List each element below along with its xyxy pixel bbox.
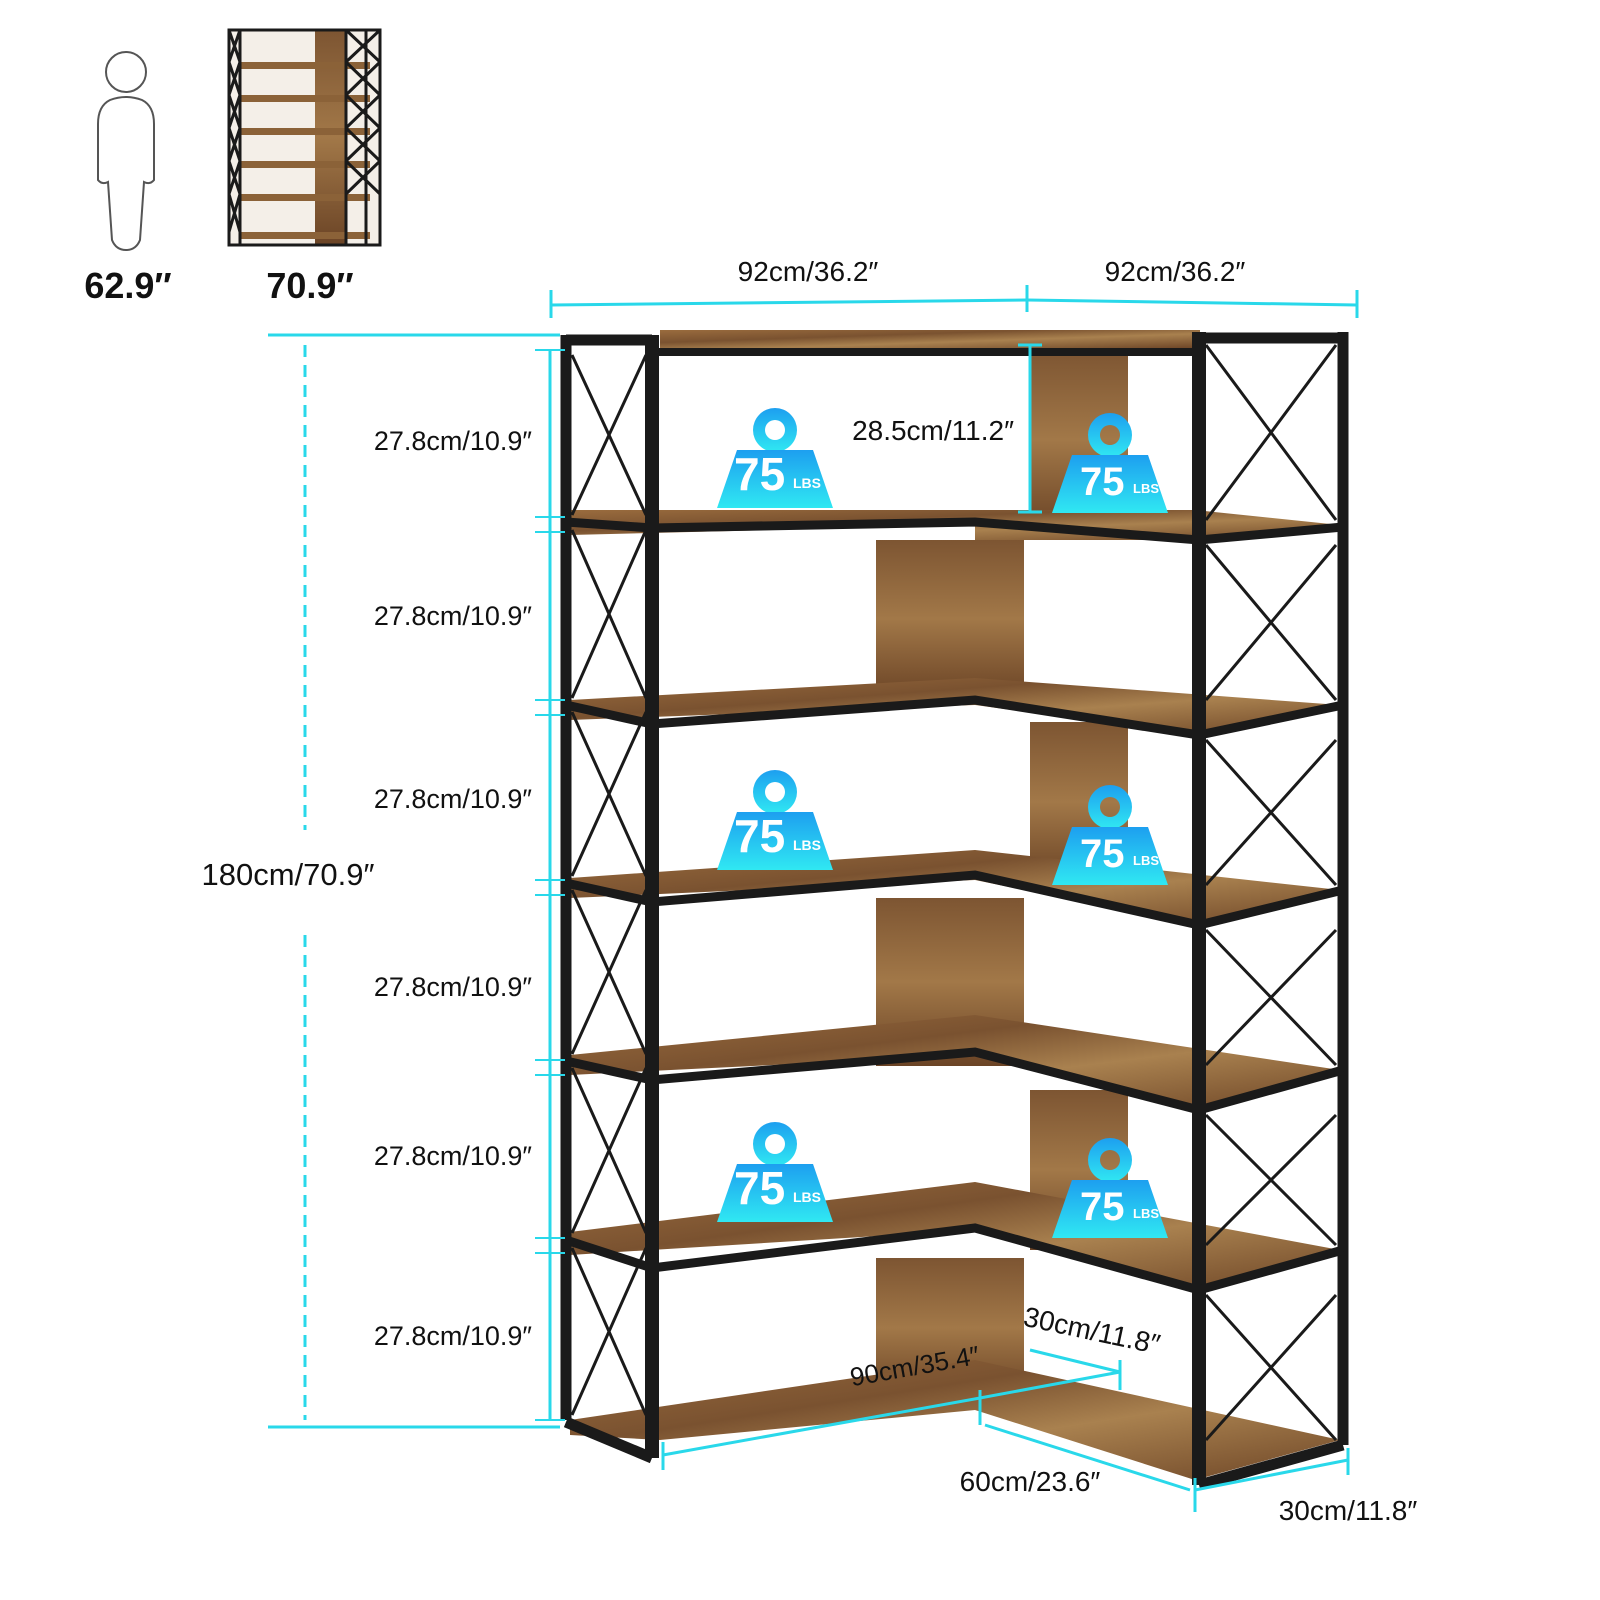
load-capacity-badge: 75 LBS bbox=[1052, 413, 1168, 513]
inner-depth-label: 30cm/11.8″ bbox=[1021, 1301, 1163, 1360]
tier-spacing-label: 27.8cm/10.9″ bbox=[374, 1141, 533, 1171]
load-value: 75 bbox=[734, 1162, 785, 1214]
top-opening-height-label: 28.5cm/11.2″ bbox=[852, 415, 1014, 446]
load-capacity-badge: 75 LBS bbox=[717, 770, 833, 870]
tier-spacing-label: 27.8cm/10.9″ bbox=[374, 972, 533, 1002]
top-width-left-label: 92cm/36.2″ bbox=[738, 256, 879, 287]
shelf-height-comparison-label: 70.9″ bbox=[266, 265, 353, 306]
load-value: 75 bbox=[734, 810, 785, 862]
tier-spacing-label: 27.8cm/10.9″ bbox=[374, 784, 533, 814]
dimension-lines bbox=[268, 285, 1359, 1512]
top-width-right-label: 92cm/36.2″ bbox=[1105, 256, 1246, 287]
load-value: 75 bbox=[1080, 460, 1125, 504]
load-unit: LBS bbox=[793, 475, 821, 491]
load-capacity-badge: 75 LBS bbox=[717, 1122, 833, 1222]
load-capacity-badge: 75 LBS bbox=[1052, 1138, 1168, 1238]
outer-depth-label: 30cm/11.8″ bbox=[1279, 1495, 1418, 1526]
load-unit: LBS bbox=[1133, 481, 1159, 496]
load-unit: LBS bbox=[1133, 1206, 1159, 1221]
load-value: 75 bbox=[734, 448, 785, 500]
load-capacity-badge: 75 LBS bbox=[717, 408, 833, 508]
load-unit: LBS bbox=[793, 1189, 821, 1205]
load-unit: LBS bbox=[793, 837, 821, 853]
side-length-label: 60cm/23.6″ bbox=[960, 1466, 1101, 1497]
person-silhouette-icon bbox=[97, 51, 155, 252]
load-value: 75 bbox=[1080, 832, 1125, 876]
load-unit: LBS bbox=[1133, 853, 1159, 868]
tier-spacing-label: 27.8cm/10.9″ bbox=[374, 426, 533, 456]
shelf-thumbnail-icon bbox=[227, 28, 382, 247]
tier-spacing-label: 27.8cm/10.9″ bbox=[374, 1321, 533, 1351]
person-height-label: 62.9″ bbox=[84, 265, 171, 306]
tier-spacing-label: 27.8cm/10.9″ bbox=[374, 601, 533, 631]
load-value: 75 bbox=[1080, 1185, 1125, 1229]
corner-bookshelf-illustration bbox=[560, 330, 1349, 1491]
load-capacity-badge: 75 LBS bbox=[1052, 785, 1168, 885]
total-height-label: 180cm/70.9″ bbox=[202, 857, 375, 892]
